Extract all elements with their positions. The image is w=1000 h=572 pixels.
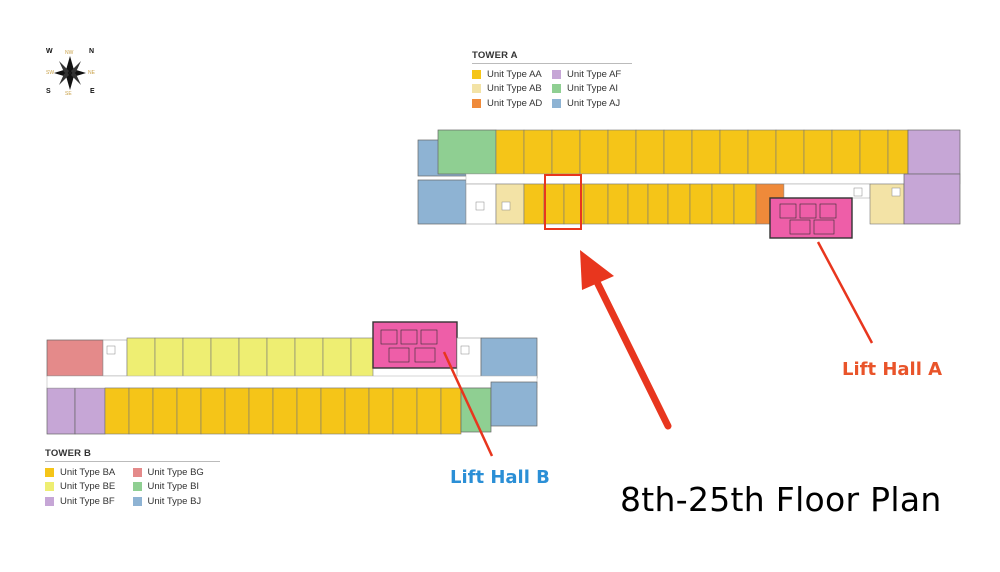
compass-star-icon — [54, 56, 86, 90]
compass-rose: W N S E NW SW NE SE — [40, 46, 100, 100]
compass-ne: NE — [88, 70, 95, 76]
legend-item: Unit Type BF — [45, 496, 133, 507]
highlighted-unit-box — [544, 174, 582, 230]
legend-label: Unit Type BI — [147, 481, 200, 493]
lift-hall-a-label: Lift Hall A — [842, 359, 943, 380]
legend-label: Unit Type BJ — [147, 495, 202, 507]
lift-hall-b-label: Lift Hall B — [450, 467, 550, 488]
legend-swatch — [552, 84, 561, 94]
legend-item: Unit Type BJ — [132, 495, 221, 507]
compass-nw: NW — [65, 50, 74, 56]
legend-label: Unit Type AA — [487, 68, 542, 80]
legend-item: Unit Type AD — [472, 98, 552, 109]
legend-item: Unit Type AI — [552, 83, 632, 94]
legend-label: Unit Type BG — [147, 466, 204, 478]
legend-label: Unit Type AF — [567, 68, 622, 80]
tower-a-floor-plan — [416, 128, 962, 240]
tower-b-floor-plan — [45, 320, 540, 438]
legend-swatch — [132, 467, 142, 477]
legend-item: Unit Type BA — [45, 467, 133, 478]
legend-label: Unit Type AD — [487, 97, 543, 109]
legend-label: Unit Type BF — [60, 495, 115, 507]
legend-item: Unit Type BE — [45, 481, 133, 492]
floor-plan-caption: 8th-25th Floor Plan — [620, 480, 942, 519]
legend-label: Unit Type BE — [60, 481, 116, 493]
lift-hall-a-leader-line — [816, 241, 874, 344]
legend-item: Unit Type AB — [472, 83, 552, 94]
legend-swatch — [45, 482, 54, 492]
tower-b-legend: TOWER B Unit Type BA Unit Type BG Unit T… — [45, 448, 220, 509]
compass-w: W — [46, 48, 53, 55]
legend-item: Unit Type BG — [132, 466, 221, 478]
legend-swatch — [45, 496, 54, 506]
legend-swatch — [472, 98, 481, 108]
compass-s: S — [46, 88, 51, 95]
legend-swatch — [552, 69, 561, 79]
legend-swatch — [45, 467, 54, 477]
pointer-arrowhead-icon — [580, 250, 614, 290]
compass-e: E — [90, 88, 95, 95]
legend-item: Unit Type BI — [132, 481, 221, 493]
legend-swatch — [472, 84, 481, 94]
tower-a-title: TOWER A — [472, 50, 632, 64]
compass-sw: SW — [46, 70, 55, 76]
legend-swatch — [552, 98, 561, 108]
compass-se: SE — [65, 91, 72, 97]
tower-b-title: TOWER B — [45, 448, 220, 462]
lift-hall-b-leader-line — [442, 351, 494, 457]
legend-item: Unit Type AA — [472, 69, 552, 80]
pointer-arrow-shaft — [593, 278, 672, 430]
compass-n: N — [89, 48, 95, 55]
legend-swatch — [132, 496, 142, 506]
legend-label: Unit Type AI — [567, 83, 619, 95]
legend-label: Unit Type AJ — [567, 97, 621, 109]
tower-a-legend: TOWER A Unit Type AA Unit Type AF Unit T… — [472, 50, 632, 111]
legend-label: Unit Type BA — [60, 466, 116, 478]
legend-swatch — [132, 482, 142, 492]
tower-b-plan-drawing — [46, 321, 538, 435]
legend-item: Unit Type AJ — [552, 98, 632, 109]
tower-a-plan-drawing — [417, 129, 961, 239]
legend-label: Unit Type AB — [487, 83, 542, 95]
legend-swatch — [472, 69, 481, 79]
legend-item: Unit Type AF — [552, 69, 632, 80]
